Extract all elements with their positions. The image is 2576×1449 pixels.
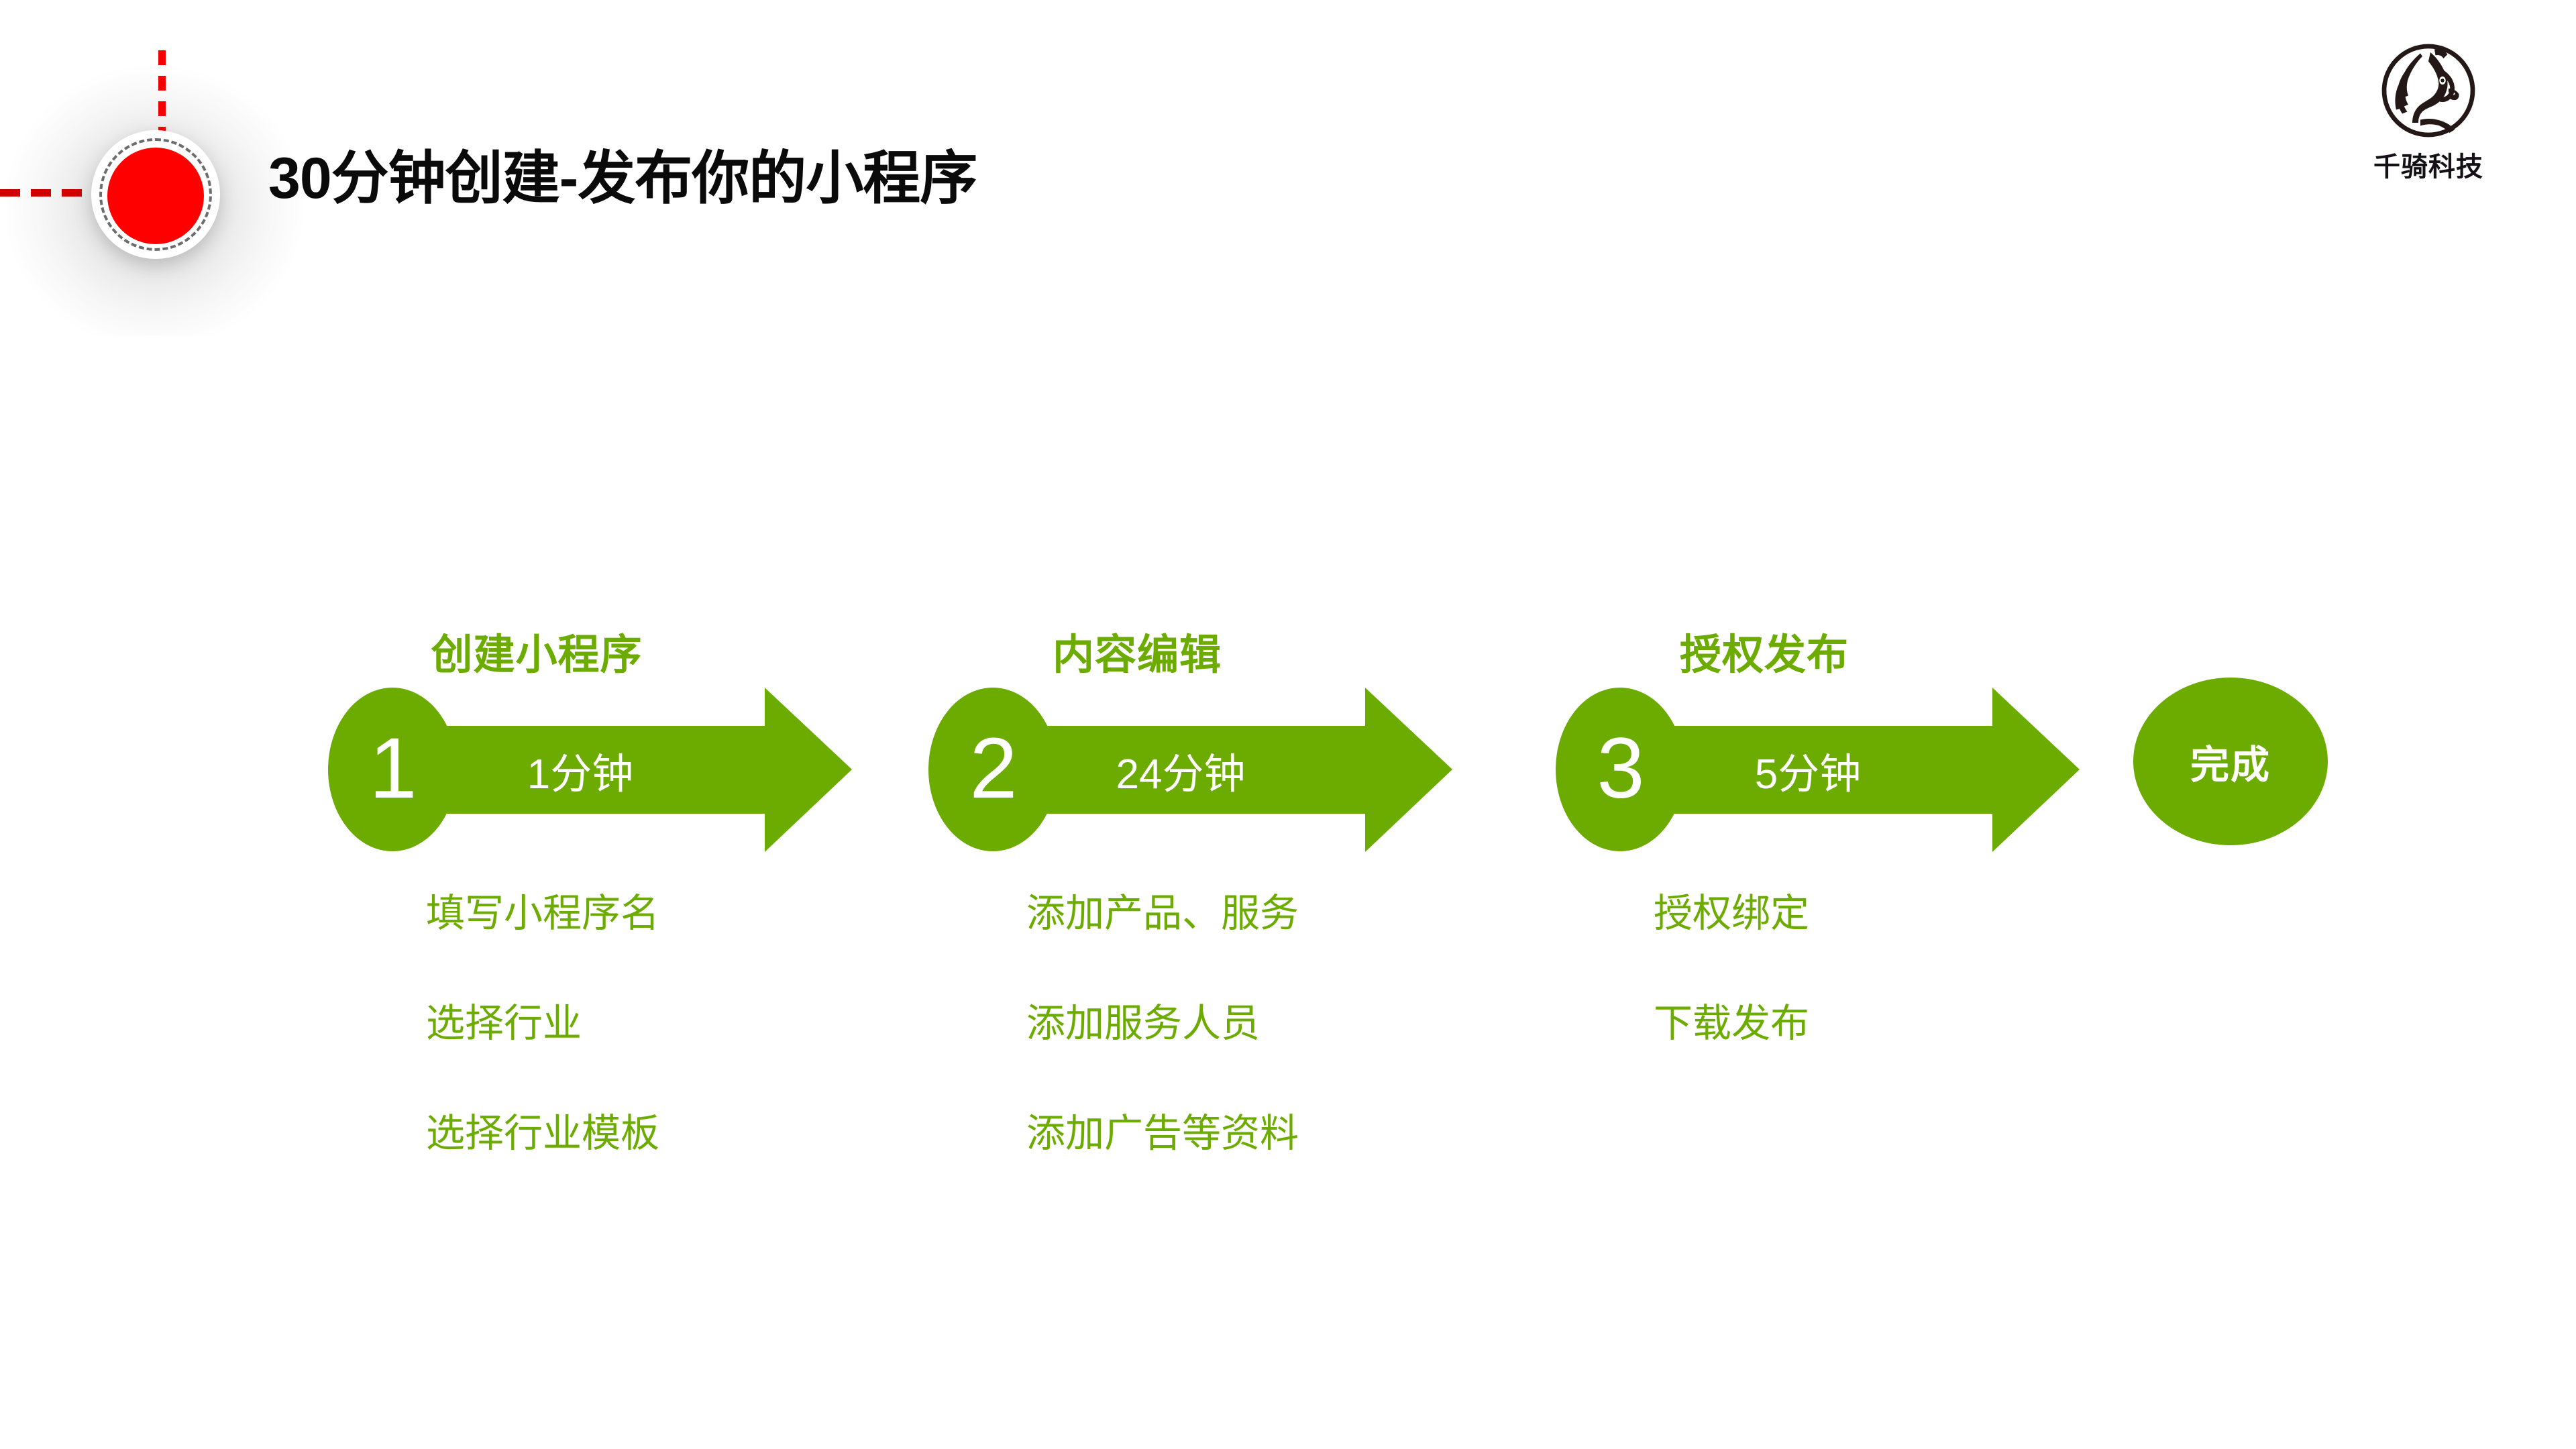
step-3-heading: 授权发布 xyxy=(1679,632,1849,678)
step-3-duration: 5分钟 xyxy=(1754,751,1862,798)
flow-step-1: 创建小程序 1 1分钟 填写小程序名 选择行业 选择行业模板 xyxy=(322,604,872,1208)
step-2-number: 2 xyxy=(969,720,1018,816)
step-2-arrow-shape-icon xyxy=(928,688,1452,852)
brand-name: 千骑科技 xyxy=(2373,152,2483,182)
list-item: 添加广告等资料 xyxy=(1026,1111,1299,1155)
final-node-label: 完成 xyxy=(2190,743,2271,787)
flow-final-node: 完成 xyxy=(2133,678,2328,845)
step-2-bullet-list: 添加产品、服务 添加服务人员 添加广告等资料 xyxy=(1026,892,1456,1222)
list-item: 下载发布 xyxy=(1654,1001,1810,1045)
list-item: 添加产品、服务 xyxy=(1026,892,1299,935)
step-3-arrow-shape-icon xyxy=(1556,688,2080,852)
page-title: 30分钟创建-发布你的小程序 xyxy=(268,146,977,211)
marker-glow xyxy=(7,67,302,335)
step-1-heading: 创建小程序 xyxy=(431,632,643,678)
red-dashed-vertical-line-icon xyxy=(158,50,166,188)
marker-red-dot-icon xyxy=(107,148,204,244)
flow-step-3: 授权发布 3 5分钟 授权绑定 下载发布 xyxy=(1550,604,2100,1208)
red-dashed-horizontal-line-icon xyxy=(0,189,99,197)
step-2-heading: 内容编辑 xyxy=(1052,632,1222,678)
list-item: 授权绑定 xyxy=(1654,892,1810,935)
final-node-disc xyxy=(2133,678,2328,845)
list-item: 添加服务人员 xyxy=(1026,1001,1260,1045)
step-2-duration: 24分钟 xyxy=(1116,751,1246,798)
step-2-arrow: 2 24分钟 xyxy=(922,688,1459,852)
step-1-arrow-shape-icon xyxy=(328,688,852,852)
zebra-head-in-circle-logo-icon xyxy=(2381,44,2475,138)
list-item: 选择行业模板 xyxy=(426,1111,660,1155)
list-item: 选择行业 xyxy=(426,1001,582,1045)
marker-dashed-ring-icon xyxy=(99,138,212,251)
marker-white-ring xyxy=(91,130,220,259)
step-1-bullet-list: 填写小程序名 选择行业 选择行业模板 xyxy=(426,892,855,1222)
list-item: 填写小程序名 xyxy=(426,892,660,935)
flow-step-2: 内容编辑 2 24分钟 添加产品、服务 添加服务人员 添加广告等资料 xyxy=(922,604,1472,1208)
brand-logo: 千骑科技 xyxy=(2348,40,2509,184)
step-3-arrow: 3 5分钟 xyxy=(1550,688,2086,852)
step-1-number: 1 xyxy=(369,720,417,816)
step-3-bullet-list: 授权绑定 下载发布 xyxy=(1654,892,2083,1112)
step-1-duration: 1分钟 xyxy=(527,751,634,798)
step-1-arrow: 1 1分钟 xyxy=(322,688,859,852)
step-3-number: 3 xyxy=(1597,720,1645,816)
process-flow-diagram: 创建小程序 1 1分钟 填写小程序名 选择行业 选择行业模板 内容编辑 2 24… xyxy=(0,604,2576,1208)
